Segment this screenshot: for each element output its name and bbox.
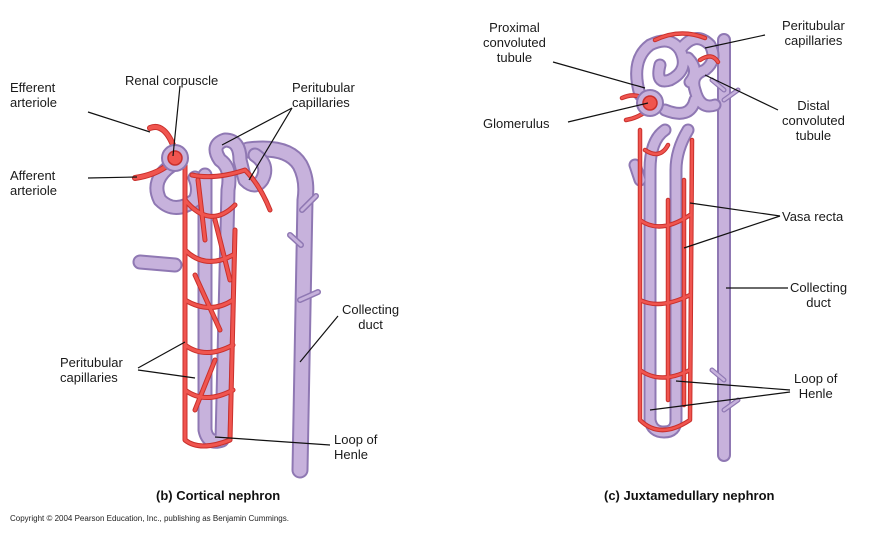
caption-juxtamedullary-nephron: (c) Juxtamedullary nephron — [604, 488, 775, 503]
label-peritubular-capillaries-bottom: Peritubular capillaries — [60, 355, 123, 385]
juxta-vasa-recta — [619, 31, 721, 433]
cortical-nephron — [87, 85, 339, 479]
cortical-capillary-network — [132, 124, 273, 449]
label-renal-corpuscle: Renal corpuscle — [125, 73, 219, 88]
juxta-tubule-cluster — [630, 32, 722, 120]
label-afferent-arteriole: Afferent arteriole — [10, 168, 57, 198]
cortical-renal-corpuscle — [161, 144, 189, 172]
caption-cortical-nephron: (b) Cortical nephron — [156, 488, 281, 503]
cortical-tubule — [132, 132, 273, 449]
label-glomerulus: Glomerulus — [483, 116, 550, 131]
juxta-leader-lines — [552, 34, 791, 411]
label-juxta-loop-of-henle: Loop of Henle — [794, 371, 838, 401]
copyright-notice: Copyright © 2004 Pearson Education, Inc.… — [10, 514, 289, 523]
label-juxta-peritubular-capillaries: Peritubular capillaries — [782, 18, 845, 48]
juxta-loop-of-henle — [628, 123, 695, 439]
label-juxta-collecting-duct: Collecting duct — [790, 280, 848, 310]
label-proximal-convoluted-tubule: Proximal convoluted tubule — [483, 20, 546, 65]
label-peritubular-capillaries-top: Peritubular capillaries — [292, 80, 355, 110]
label-distal-convoluted-tubule: Distal convoluted tubule — [782, 98, 845, 143]
juxta-glomerulus — [636, 89, 664, 117]
label-vasa-recta: Vasa recta — [782, 209, 844, 224]
juxtamedullary-nephron — [552, 31, 791, 462]
label-efferent-arteriole: Efferent arteriole — [10, 80, 57, 110]
cortical-collecting-duct — [239, 140, 321, 479]
cortical-leader-lines — [87, 85, 339, 446]
label-cortical-loop-of-henle: Loop of Henle — [334, 432, 378, 462]
label-cortical-collecting-duct: Collecting duct — [342, 302, 400, 332]
juxta-collecting-duct — [709, 33, 741, 462]
